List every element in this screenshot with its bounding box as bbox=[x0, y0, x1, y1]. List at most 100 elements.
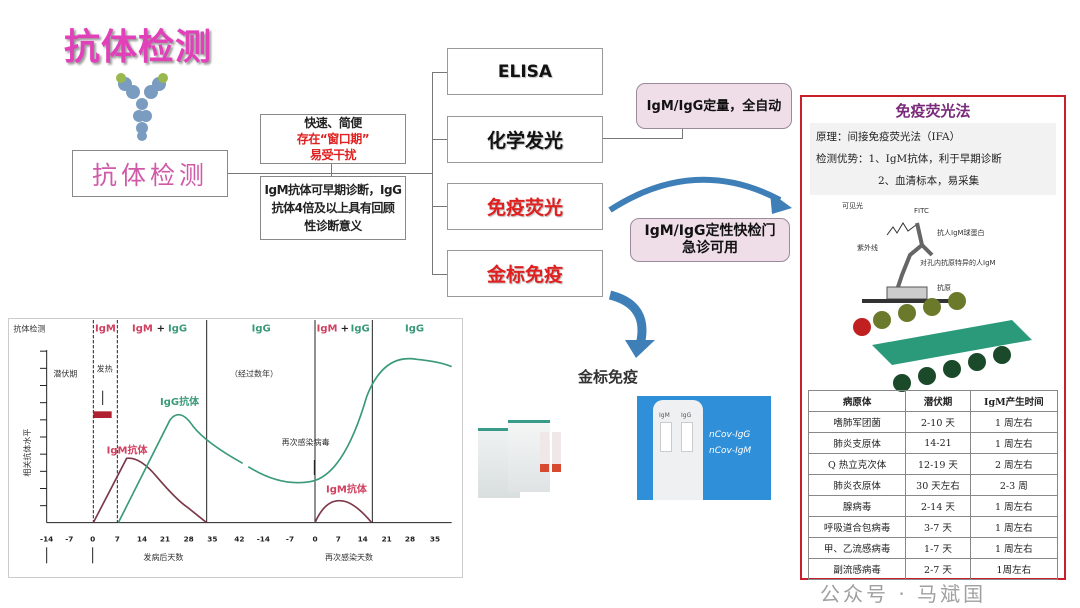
arrow-head-icon bbox=[625, 340, 655, 358]
antibody-detection-box: 抗体检测 bbox=[72, 150, 228, 197]
phase-label: IgM bbox=[132, 323, 153, 334]
table-cell: 甲、乙流感病毒 bbox=[807, 537, 907, 559]
table-cell: 1 周左右 bbox=[969, 495, 1059, 517]
x-tick-label: 21 bbox=[382, 535, 392, 544]
strip-label: IgG bbox=[681, 412, 692, 419]
connector bbox=[331, 163, 332, 176]
table-cell: 呼吸道合包病毒 bbox=[807, 516, 907, 538]
fever-bar bbox=[93, 411, 112, 418]
table-cell: 肺炎支原体 bbox=[807, 432, 907, 454]
arrow-head-icon bbox=[770, 192, 792, 214]
connector bbox=[432, 274, 447, 275]
x-label: 发病后天数 bbox=[143, 552, 183, 562]
ifa-principle: 原理：间接免疫荧光法（IFA） bbox=[816, 131, 961, 143]
note-line: 性诊断意义 bbox=[304, 219, 362, 233]
ifa-advantage-2: 2、血清标本，易采集 bbox=[878, 175, 980, 187]
phase-label: IgG bbox=[168, 323, 187, 334]
ifa-diagram: 可见光 FITC 紫外线 抗人IgM球蛋白 对孔内抗原特异的人IgM 抗原 bbox=[842, 201, 1032, 392]
method-chemiluminescence: 化学发光 bbox=[447, 116, 603, 163]
row-label: 抗体检测 bbox=[13, 323, 45, 333]
diagram-label: 抗人IgM球蛋白 bbox=[937, 228, 985, 237]
table-cell: 1 周左右 bbox=[969, 432, 1059, 454]
connector bbox=[228, 173, 432, 174]
x-tick-label: 7 bbox=[115, 535, 120, 544]
x-tick-label: 21 bbox=[160, 535, 170, 544]
table-cell: IgM产生时间 bbox=[969, 390, 1059, 412]
connector bbox=[603, 138, 683, 139]
method-elisa: ELISA bbox=[447, 48, 603, 95]
pill-line: IgM/IgG定性快检门 bbox=[644, 223, 776, 239]
test-item: nCov-IgG bbox=[709, 430, 751, 440]
diagram-label: 对孔内抗原特异的人IgM bbox=[920, 258, 996, 267]
antibody-curve-svg: 抗体检测 潜伏期 发热 （经过数年） 再次感染病毒 发病后天数 再次感染天数 相… bbox=[13, 320, 452, 564]
igm-label-2: IgM抗体 bbox=[326, 483, 368, 496]
method-immunofluorescence: 免疫荧光 bbox=[447, 183, 603, 230]
x-label-2: 再次感染天数 bbox=[325, 552, 373, 562]
table-cell: 1 周左右 bbox=[969, 537, 1059, 559]
table-cell: 2-10 天 bbox=[905, 411, 971, 433]
note-line: IgM抗体可早期诊断，IgG bbox=[264, 183, 402, 197]
x-tick-label: 14 bbox=[137, 535, 147, 544]
x-tick-label: -7 bbox=[286, 535, 294, 544]
x-tick-label: 35 bbox=[430, 535, 440, 544]
table-cell: 3-7 天 bbox=[905, 516, 971, 538]
gold-label: 金标免疫 bbox=[578, 368, 639, 386]
pill-qualitative: IgM/IgG定性快检门急诊可用 bbox=[630, 218, 790, 262]
phase-label: + bbox=[157, 323, 165, 334]
diagram-label: FITC bbox=[914, 207, 929, 215]
table-cell: 12-19 天 bbox=[905, 453, 971, 475]
table-cell: 14-21 bbox=[905, 432, 971, 454]
flow-arrows bbox=[608, 176, 792, 358]
table-cell: 2-3 周 bbox=[969, 474, 1059, 496]
reagent-kit-image bbox=[478, 410, 562, 500]
antibody-icon bbox=[116, 73, 168, 141]
table-cell: 1 周左右 bbox=[969, 411, 1059, 433]
table-cell: 1 周左右 bbox=[969, 516, 1059, 538]
igm-curve-2 bbox=[314, 499, 373, 524]
note-line: 易受干扰 bbox=[309, 148, 357, 162]
watermark: 公众号 · 马斌国 bbox=[820, 582, 987, 606]
diagram-label: 抗原 bbox=[937, 283, 951, 292]
x-tick-label: 0 bbox=[90, 535, 95, 544]
table-cell: 30 天左右 bbox=[905, 474, 971, 496]
phase-label: IgG bbox=[405, 323, 424, 334]
table-cell: 潜伏期 bbox=[905, 390, 971, 412]
latent-label: 潜伏期 bbox=[53, 369, 77, 379]
diagram-label: 可见光 bbox=[842, 201, 863, 210]
test-card-image: IgM IgG nCov-IgG nCov-IgM bbox=[637, 396, 771, 500]
pill-quantitative: IgM/IgG定量，全自动 bbox=[636, 83, 792, 129]
phase-label: + bbox=[341, 323, 349, 334]
note-line: 抗体4倍及以上具有回顾 bbox=[271, 201, 395, 215]
antibody-curve-chart bbox=[8, 318, 463, 578]
phase-label: IgG bbox=[252, 323, 271, 334]
phase-label: IgM bbox=[317, 323, 338, 334]
phase-label: IgM bbox=[95, 323, 116, 334]
table-cell: 1周左右 bbox=[969, 558, 1059, 580]
igm-curve bbox=[92, 457, 208, 524]
note-pros-cons: 快速、简便 存在“窗口期” 易受干扰 bbox=[260, 114, 406, 164]
x-tick-label: 7 bbox=[336, 535, 341, 544]
x-tick-label: 14 bbox=[358, 535, 368, 544]
x-tick-label: 0 bbox=[312, 535, 317, 544]
pill-line: 急诊可用 bbox=[682, 240, 738, 256]
x-tick-label: -7 bbox=[65, 535, 73, 544]
igg-curve bbox=[117, 413, 244, 524]
connector bbox=[432, 206, 447, 207]
igg-curve-2 bbox=[247, 357, 452, 484]
table-cell: 嗜肺军团菌 bbox=[807, 411, 907, 433]
ifa-panel: 免疫荧光法 原理：间接免疫荧光法（IFA） 检测优势：1、IgM抗体，利于早期诊… bbox=[800, 95, 1066, 580]
x-tick-label: -14 bbox=[40, 535, 53, 544]
table-cell: Q 热立克次体 bbox=[807, 453, 907, 475]
table-cell: 2-7 天 bbox=[905, 558, 971, 580]
slide-title: 抗体检测 bbox=[64, 27, 213, 68]
diagram-label: 紫外线 bbox=[857, 243, 878, 252]
ifa-advantage-1: 检测优势：1、IgM抗体，利于早期诊断 bbox=[816, 153, 1002, 165]
